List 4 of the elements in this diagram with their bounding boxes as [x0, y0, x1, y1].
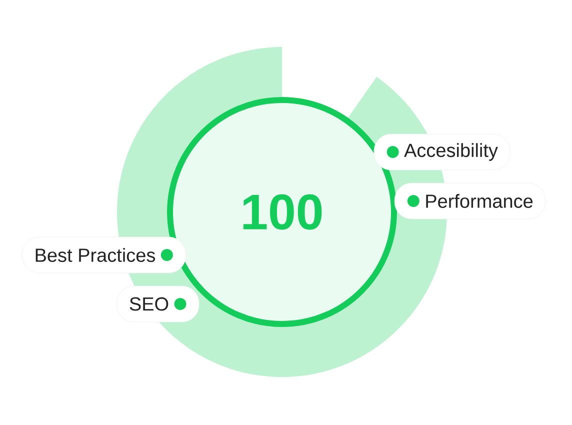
label-pill: Best Practices [22, 236, 186, 274]
label-pill: SEO [116, 286, 200, 322]
label-pill: Accesibility [374, 134, 510, 170]
label-pill: Performance [394, 182, 546, 220]
